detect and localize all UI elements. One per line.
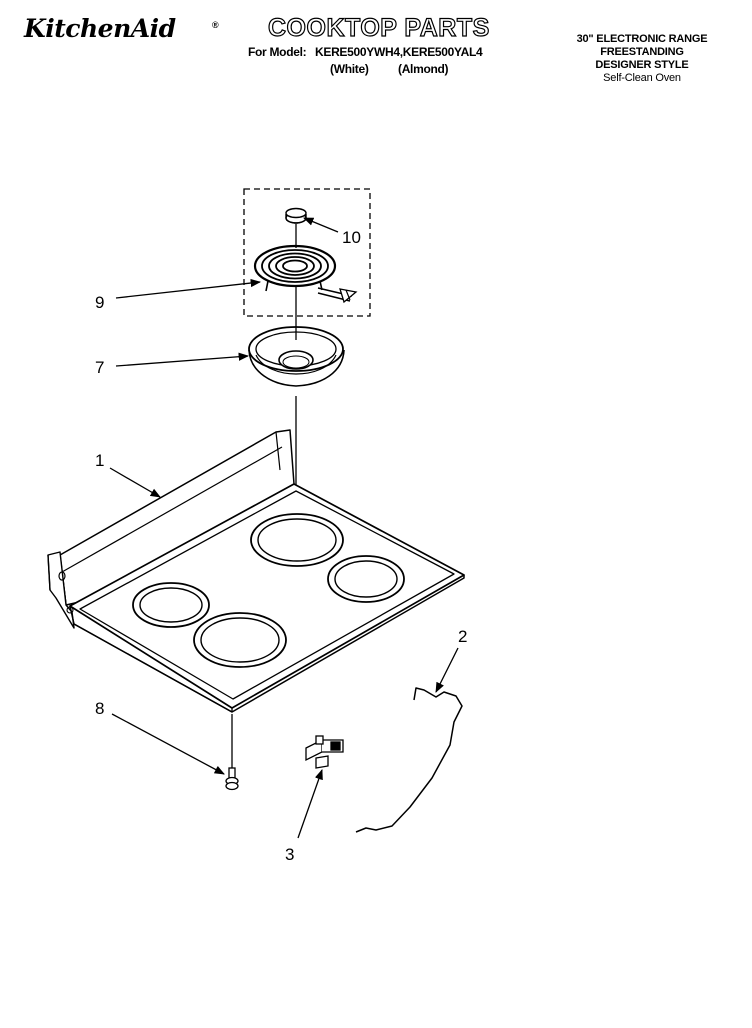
- leader-8: [111, 713, 225, 775]
- color-almond-label: (Almond): [398, 62, 449, 76]
- leader-10: [303, 217, 339, 233]
- callout-7: 7: [95, 358, 104, 377]
- leader-3: [297, 769, 323, 839]
- registered-mark: ®: [212, 20, 219, 30]
- callout-10: 10: [342, 228, 361, 247]
- color-white-label: (White): [330, 62, 369, 76]
- callout-3: 3: [285, 845, 294, 864]
- part-8-screw: [225, 714, 239, 791]
- range-type: 30" ELECTRONIC RANGE: [576, 33, 708, 45]
- leader-1: [109, 467, 161, 498]
- callout-2: 2: [458, 627, 467, 646]
- part-1-cooktop: [47, 429, 465, 713]
- leader-9: [115, 278, 262, 299]
- model-numbers: KERE500YWH4,KERE500YAL4: [315, 45, 483, 59]
- part-3-clip: [305, 735, 344, 769]
- range-style: DESIGNER STYLE: [595, 59, 689, 71]
- range-description: 30" ELECTRONIC RANGE FREESTANDING DESIGN…: [552, 33, 732, 85]
- model-prefix: For Model:: [248, 45, 307, 59]
- range-oven: Self-Clean Oven: [603, 72, 681, 84]
- element-group-box: [243, 188, 371, 317]
- leader-7: [115, 352, 250, 367]
- part-9-surface-element: [253, 244, 358, 304]
- kitchenaid-logo: KitchenAid: [24, 14, 176, 43]
- callout-8: 8: [95, 699, 104, 718]
- callout-9: 9: [95, 293, 104, 312]
- part-10-cap: [285, 207, 307, 224]
- leader-2: [435, 647, 459, 693]
- callout-1: 1: [95, 451, 104, 470]
- page-title: COOKTOP PARTS: [267, 13, 490, 42]
- range-install: FREESTANDING: [600, 46, 684, 58]
- part-2-wire: [355, 687, 463, 833]
